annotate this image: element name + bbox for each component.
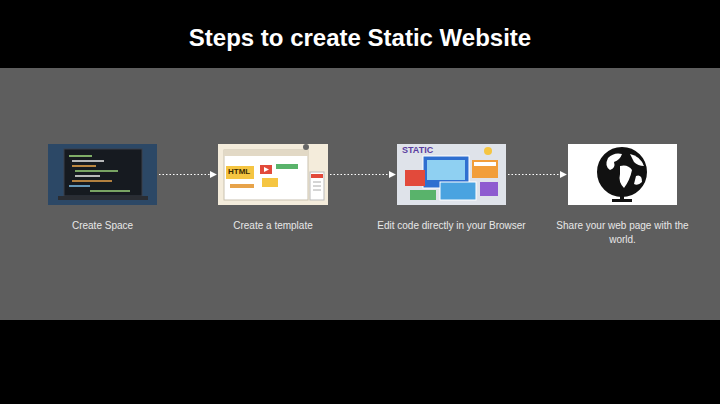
step-box: Share your web page with the world. — [568, 144, 677, 205]
globe-picture — [568, 144, 677, 205]
template-picture — [218, 144, 328, 205]
step-caption: Edit code directly in your Browser — [377, 219, 527, 233]
picture-label: HTML — [228, 167, 250, 176]
dotted-arrow — [508, 174, 566, 175]
dotted-arrow — [159, 174, 216, 175]
browser-edit-picture — [397, 144, 506, 205]
dotted-arrow — [330, 174, 395, 175]
page-title: Steps to create Static Website — [0, 24, 720, 52]
step-caption: Create a template — [198, 219, 348, 233]
step-box: Create Space — [48, 144, 157, 205]
step-caption: Share your web page with the world. — [548, 219, 698, 247]
code-laptop-picture — [48, 144, 157, 205]
step-caption: Create Space — [28, 219, 178, 233]
picture-label: STATIC — [402, 145, 433, 155]
